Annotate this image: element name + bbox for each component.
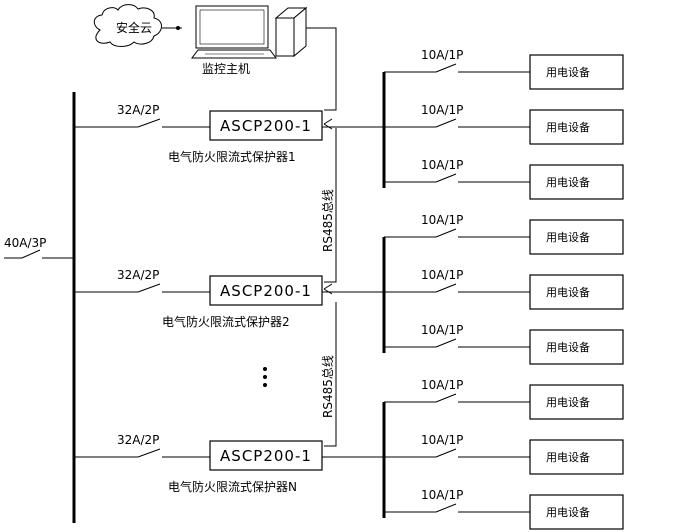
load-breaker-label: 10A/1P (421, 103, 463, 117)
load-breaker-label: 10A/1P (421, 378, 463, 392)
load-breaker-label: 10A/1P (421, 268, 463, 282)
device-box (529, 274, 624, 310)
feeder-breaker-switch (137, 448, 161, 458)
load-breaker-label: 10A/1P (421, 323, 463, 337)
protector-groups: 32A/2P ASCP200-1 电气防火限流式保护器1 10A/1P 用电设备 10A/… (74, 48, 624, 530)
link-dot (176, 26, 180, 30)
device-label: 用电设备 (546, 175, 590, 189)
device-box (529, 384, 624, 420)
feeder-breaker-label: 32A/2P (117, 268, 159, 282)
device-box (529, 54, 624, 90)
device-label: 用电设备 (546, 450, 590, 464)
protector-model: ASCP200-1 (220, 117, 312, 135)
main-breaker-label: 40A/3P (4, 236, 46, 250)
load-breaker-label: 10A/1P (421, 158, 463, 172)
device-label: 用电设备 (546, 230, 590, 244)
load-breaker-switch (435, 503, 457, 513)
load-breaker-switch (435, 228, 457, 238)
device-label: 用电设备 (546, 340, 590, 354)
bus-label: RS485总线 (321, 355, 335, 418)
load-breaker-switch (435, 283, 457, 293)
ellipsis-dots (263, 367, 267, 387)
device-label: 用电设备 (546, 120, 590, 134)
protector-box (209, 110, 323, 141)
feeder-breaker-label: 32A/2P (117, 103, 159, 117)
protector-group: 32A/2P ASCP200-1 电气防火限流式保护器1 10A/1P 用电设备 10A/… (74, 48, 624, 200)
load-breaker-label: 10A/1P (421, 488, 463, 502)
load-breaker-switch (435, 448, 457, 458)
load-breaker-label: 10A/1P (421, 433, 463, 447)
bus-label: RS485总线 (321, 189, 335, 252)
protector-model: ASCP200-1 (220, 282, 312, 300)
device-box (529, 439, 624, 475)
protector-name: 电气防火限流式保护器1 (168, 149, 296, 164)
protector-name: 电气防火限流式保护器N (168, 479, 297, 494)
protector-box (209, 275, 323, 306)
protector-group: 32A/2P ASCP200-1 电气防火限流式保护器2 10A/1P 用电设备 10A/… (74, 213, 624, 365)
load-breaker-switch (435, 173, 457, 183)
bus-wire-top (306, 27, 337, 111)
device-label: 用电设备 (546, 505, 590, 519)
device-label: 用电设备 (546, 285, 590, 299)
load-breaker-switch (435, 338, 457, 348)
device-box (529, 219, 624, 255)
device-box (529, 494, 624, 530)
bus-wire-mid (324, 128, 337, 283)
device-label: 用电设备 (546, 395, 590, 409)
host-label: 监控主机 (202, 62, 250, 76)
feeder-breaker-switch (137, 118, 161, 128)
device-box (529, 329, 624, 365)
cloud-label: 安全云 (116, 20, 152, 35)
device-label: 用电设备 (546, 65, 590, 79)
load-breaker-switch (435, 63, 457, 73)
load-breaker-switch (435, 118, 457, 128)
feeder-breaker-switch (137, 283, 161, 293)
protector-model: ASCP200-1 (220, 447, 312, 465)
protector-group: 32A/2P ASCP200-1 电气防火限流式保护器N 10A/1P 用电设备 10A/… (74, 378, 624, 530)
protector-name: 电气防火限流式保护器2 (162, 314, 290, 329)
monitor-icon (191, 5, 277, 59)
feeder-breaker-label: 32A/2P (117, 433, 159, 447)
device-box (529, 109, 624, 145)
tower-icon (274, 6, 308, 58)
main-breaker-switch (21, 249, 41, 259)
load-breaker-label: 10A/1P (421, 48, 463, 62)
bus-wire-low (324, 302, 337, 447)
load-breaker-switch (435, 393, 457, 403)
load-breaker-label: 10A/1P (421, 213, 463, 227)
device-box (529, 164, 624, 200)
cloud-icon (93, 4, 162, 47)
protector-box (209, 440, 323, 471)
